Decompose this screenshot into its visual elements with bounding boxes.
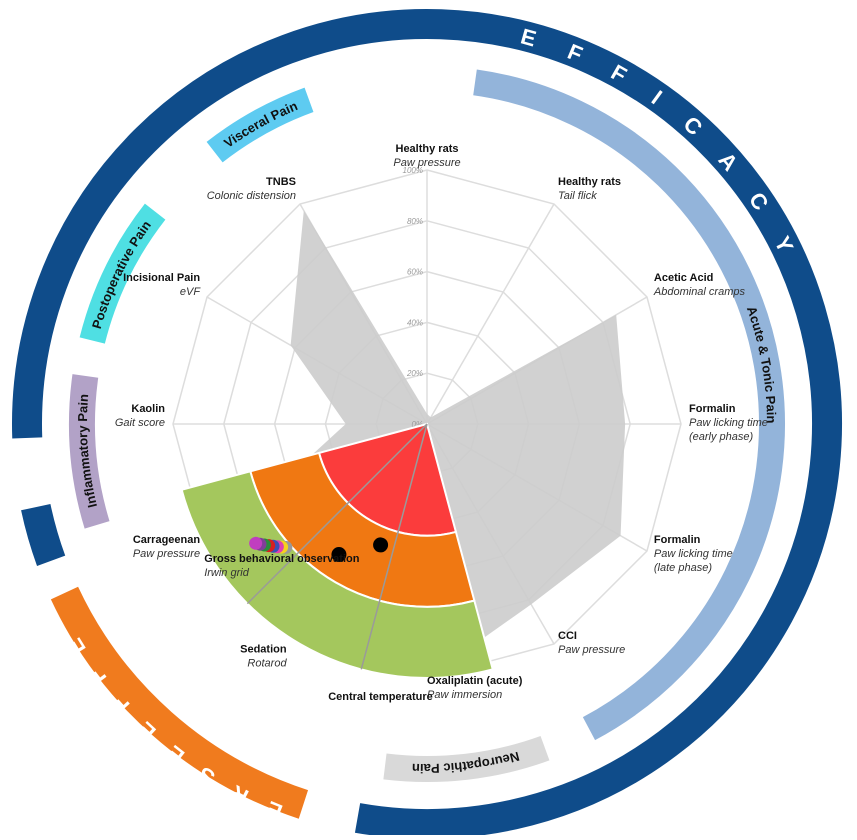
axis-subtitle: (early phase)	[689, 431, 754, 443]
adverse-spoke	[360, 423, 428, 670]
axis-subtitle: Rotarod	[247, 658, 287, 670]
axis-title: Kaolin	[131, 403, 165, 415]
axis-subtitle: Gait score	[115, 417, 165, 429]
category-band	[69, 374, 110, 529]
efficacy-ring-tail	[21, 503, 66, 566]
axis-subtitle: Paw immersion	[427, 689, 502, 701]
efficacy-axis-label: TNBS Colonic distension	[207, 176, 296, 202]
efficacy-ring	[12, 9, 842, 839]
axis-title: Central temperature	[328, 691, 433, 703]
axis-title: Incisional Pain	[123, 272, 200, 284]
axis-title: Sedation	[240, 644, 287, 656]
axis-title: Healthy rats	[558, 176, 621, 188]
axis-title: Gross behavioral observation	[204, 553, 360, 565]
category-band	[473, 69, 785, 741]
adverse-marker	[331, 547, 347, 563]
axis-title: Healthy rats	[396, 143, 459, 155]
axis-subtitle: (late phase)	[654, 562, 712, 574]
radial-tick-label: 0%	[411, 420, 423, 429]
radar-grid-spoke	[426, 203, 555, 425]
axis-title: Acetic Acid	[654, 272, 714, 284]
axis-subtitle: Paw licking time	[654, 548, 733, 560]
radial-tick-label: 20%	[406, 369, 423, 378]
axis-subtitle: Paw pressure	[393, 157, 460, 169]
adverse-marker	[249, 536, 263, 550]
axis-title: CCI	[558, 630, 577, 642]
adverse-zone	[180, 470, 494, 679]
efficacy-axis-label: Incisional Pain eVF	[123, 272, 201, 298]
category-band	[206, 87, 314, 163]
axis-subtitle: Tail flick	[558, 190, 597, 202]
category-band	[79, 203, 166, 344]
axis-subtitle: Paw licking time	[689, 417, 768, 429]
axis-title: Oxaliplatin (acute)	[427, 675, 523, 687]
axis-subtitle: eVF	[180, 286, 201, 298]
efficacy-axis-label: Oxaliplatin (acute) Paw immersion	[427, 675, 523, 701]
radial-tick-label: 80%	[407, 217, 423, 226]
axis-title: Formalin	[654, 534, 701, 546]
category-band	[383, 735, 550, 782]
radial-tick-label: 100%	[403, 166, 423, 175]
axis-title: Carrageenan	[133, 534, 201, 546]
axis-title: TNBS	[266, 176, 296, 188]
axis-subtitle: Irwin grid	[204, 567, 250, 579]
axis-title: Formalin	[689, 403, 736, 415]
adverse-spoke	[246, 423, 428, 605]
adverse-effects-ring	[50, 586, 309, 819]
adverse-axis-label: Central temperature	[328, 691, 433, 703]
radial-tick-label: 40%	[407, 318, 423, 327]
adverse-marker	[373, 537, 389, 553]
radial-tick-label: 60%	[407, 268, 423, 277]
axis-subtitle: Abdominal cramps	[653, 286, 746, 298]
efficacy-axis-label: CCI Paw pressure	[558, 630, 625, 656]
axis-subtitle: Paw pressure	[133, 548, 200, 560]
axis-subtitle: Colonic distension	[207, 190, 296, 202]
axis-subtitle: Paw pressure	[558, 644, 625, 656]
